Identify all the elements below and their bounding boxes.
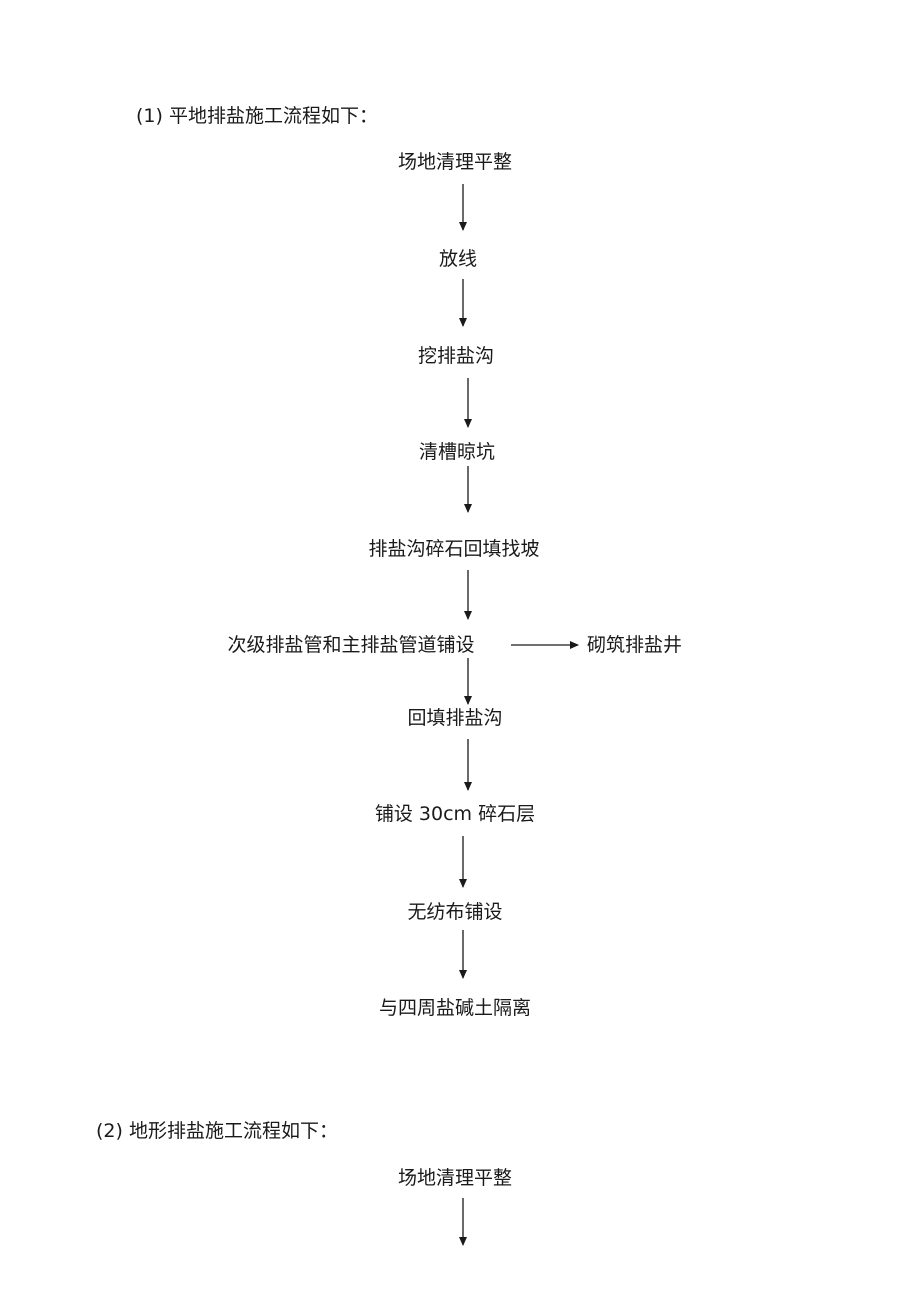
flow-step-build-well: 砌筑排盐井 (587, 634, 683, 656)
flow-step-isolation: 与四周盐碱土隔离 (378, 997, 532, 1019)
section2-heading: (2) 地形排盐施工流程如下： (96, 1120, 338, 1142)
flow-step-gravel-backfill: 排盐沟碎石回填找坡 (368, 538, 540, 560)
flow-step-site-clearing: 场地清理平整 (397, 151, 513, 173)
flow-step-gravel-layer: 铺设 30cm 碎石层 (374, 803, 536, 825)
flow2-step-site-clearing: 场地清理平整 (397, 1167, 513, 1189)
flow-step-pipe-laying: 次级排盐管和主排盐管道铺设 (227, 634, 475, 656)
flow-step-backfill-trench: 回填排盐沟 (407, 707, 503, 729)
flow-step-geotextile: 无纺布铺设 (407, 901, 503, 923)
flow-step-setting-out: 放线 (438, 248, 478, 270)
section1-heading: (1) 平地排盐施工流程如下： (136, 105, 378, 127)
flow-step-clear-trench: 清槽晾坑 (418, 441, 496, 463)
flow-step-dig-trench: 挖排盐沟 (417, 345, 495, 367)
